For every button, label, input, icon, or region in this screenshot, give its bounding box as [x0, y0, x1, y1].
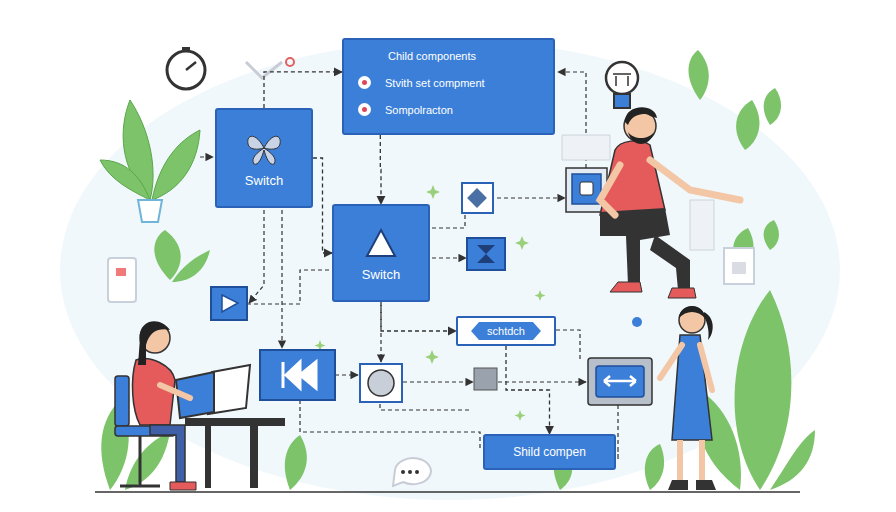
bullet-icon — [358, 103, 371, 116]
component-list-box: Child componentsStvith set compmentSompo… — [342, 38, 555, 135]
background-blob — [60, 40, 840, 500]
man-sitting — [600, 107, 740, 298]
list-item: Sompolracton — [385, 104, 453, 116]
component-box: Shild compen — [483, 434, 616, 470]
phone-screen — [116, 268, 126, 276]
girl-standing — [660, 306, 716, 490]
plant-right-bottom — [696, 290, 815, 490]
pill-box: schtdch — [456, 316, 556, 346]
pill-label: schtdch — [471, 322, 541, 340]
switch-box: Switch — [215, 108, 313, 208]
blue-dot — [632, 317, 642, 327]
connector-arrow — [264, 72, 342, 108]
card-icon — [724, 248, 754, 284]
icon-boxes — [211, 135, 652, 405]
list-item: Stvith set compment — [385, 77, 485, 89]
small-dot — [286, 58, 294, 66]
switch-box: Switch — [332, 204, 430, 302]
phone-icon — [108, 258, 136, 302]
plant-left — [100, 100, 200, 210]
box-label: Shild compen — [513, 445, 586, 459]
ground-line — [95, 491, 800, 493]
connector-arrow — [381, 302, 456, 331]
clock-icon — [167, 47, 205, 89]
butterfly-icon — [244, 128, 284, 168]
plant-left-mid — [154, 230, 210, 282]
box-label: Switch — [245, 173, 283, 188]
bullet-icon — [358, 76, 371, 89]
triangle-icon — [361, 224, 401, 264]
list-row: Sompolracton — [358, 103, 537, 116]
woman-at-desk — [115, 321, 285, 490]
box-label: Switch — [362, 267, 400, 282]
lightbulb-icon — [606, 26, 640, 108]
connector-arrow — [506, 346, 550, 434]
plant-right-top — [688, 50, 781, 270]
chat-bubble — [393, 458, 431, 486]
box-heading: Child components — [358, 50, 537, 62]
list-row: Stvith set compment — [358, 76, 537, 89]
plant-pot — [138, 200, 162, 222]
connector-arrow — [313, 158, 332, 253]
sparkles — [315, 185, 546, 421]
check-mark — [246, 62, 282, 78]
card-fill — [732, 262, 746, 274]
connector-arrow — [380, 135, 382, 204]
